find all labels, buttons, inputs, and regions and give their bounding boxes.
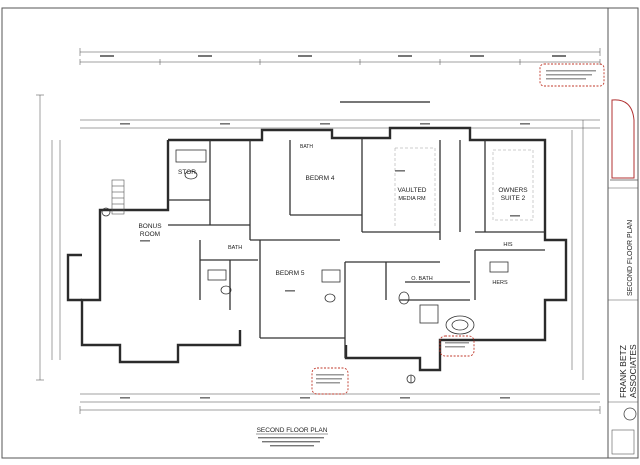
room-label-his: HIS [503, 242, 513, 248]
firm-name-line2: ASSOCIATES [628, 344, 638, 398]
exterior-walls [66, 126, 568, 372]
room-label-bath-lower: BATH [228, 245, 242, 251]
room-label-suite2: SUITE 2 [501, 195, 526, 202]
cloud-note-lines [316, 70, 596, 384]
room-label-media-rm: MEDIA RM [398, 196, 426, 202]
firm-logo [610, 99, 638, 181]
room-label-o-bath: O. BATH [411, 276, 433, 282]
sheet-border [1, 7, 639, 459]
room-label-owners: OWNERS [498, 187, 528, 194]
sheet-title: SECOND FLOOR PLAN [627, 220, 634, 296]
room-label-stor: STOR [178, 169, 196, 176]
room-label-bath-upper: BATH [300, 144, 313, 150]
sheet-number-box [611, 429, 635, 455]
room-label-bedrm4: BEDRM 4 [306, 175, 335, 182]
room-label-bonus-2: ROOM [140, 231, 160, 238]
stairs [111, 179, 125, 215]
revision-clouds [311, 63, 605, 395]
dimension-strings [36, 48, 601, 414]
room-label-vaulted: VAULTED [397, 187, 426, 194]
firm-seal-icon [623, 407, 637, 421]
room-label-hers: HERS [492, 280, 508, 286]
room-labels: STOR BONUS ROOM BATH BEDRM 4 VAULTED MED… [138, 144, 528, 286]
interior-walls [168, 138, 545, 358]
minor-annotations [100, 55, 566, 447]
title-block-border [607, 7, 639, 459]
plumbing-fixtures [175, 149, 509, 335]
firm-name-line1: FRANK BETZ [618, 345, 628, 398]
section-markers [101, 207, 416, 384]
room-label-bonus-1: BONUS [138, 223, 162, 230]
ceiling-lines [394, 147, 534, 228]
drawing-title: SECOND FLOOR PLAN [257, 427, 328, 434]
room-label-bedrm5: BEDRM 5 [276, 270, 305, 277]
